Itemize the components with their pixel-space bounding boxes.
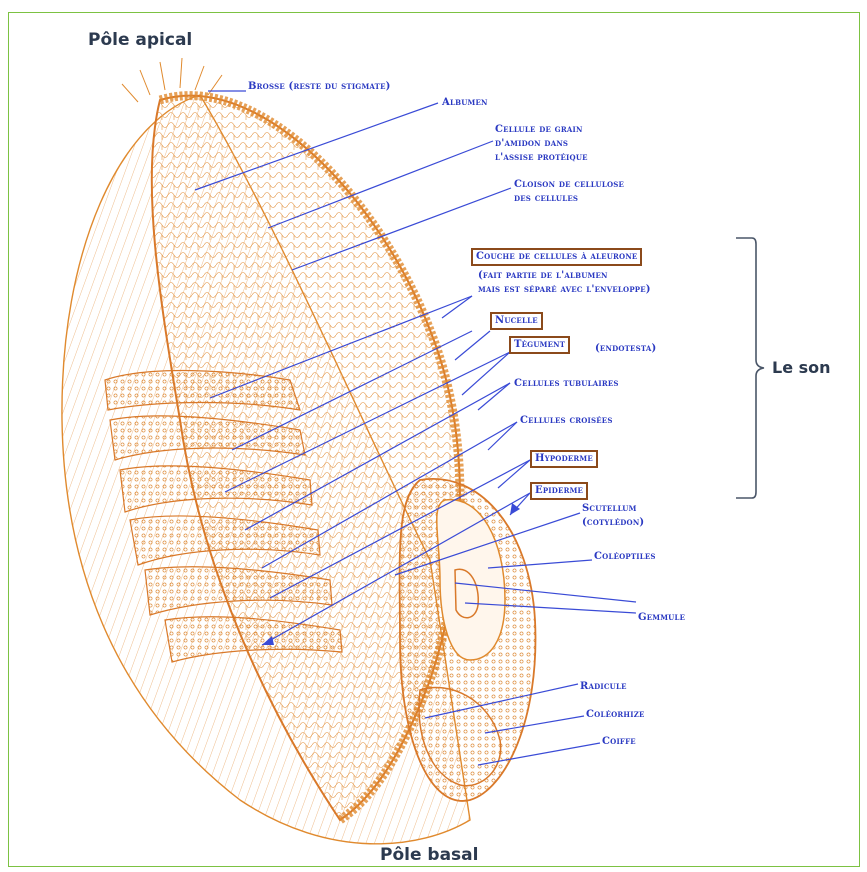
label-aleurone: Couche de cellules à aleurone [471,248,642,266]
label-gemmule: Gemmule [638,611,685,625]
label-aleurone-note: (fait partie de l'albumen mais est sépar… [478,269,651,297]
label-croisees: Cellules croisées [520,414,613,428]
label-coiffe: Coiffe [602,735,636,749]
pole-apical-label: Pôle apical [88,30,192,50]
label-tegument: Tégument [509,336,570,354]
label-radicule: Radicule [580,680,627,694]
le-son-bracket [736,238,764,498]
label-tegument-note: (endotesta) [595,342,656,356]
leader-nucelle-b [455,331,490,360]
label-cellule-amidon: Cellule de grain d'amidon dans l'assise … [495,123,588,165]
label-cloison: Cloison de cellulose des cellules [514,178,624,206]
label-nucelle: Nucelle [490,312,543,330]
label-scutellum: Scutellum (cotylédon) [582,502,644,530]
pole-basal-label: Pôle basal [380,845,478,865]
label-hypoderme: Hypoderme [530,450,598,468]
label-coleoptiles: Coléoptiles [594,550,656,564]
label-coleorhize: Coléorhize [586,708,645,722]
label-albumen: Albumen [442,96,488,110]
leader-aleurone-b [442,296,472,318]
embryo [400,479,536,801]
label-epiderme: Epiderme [530,482,588,500]
label-brosse: Brosse (reste du stigmate) [248,80,391,94]
leader-tubulaires-b [478,383,510,410]
label-tubulaires: Cellules tubulaires [514,377,619,391]
le-son-label: Le son [772,358,831,377]
